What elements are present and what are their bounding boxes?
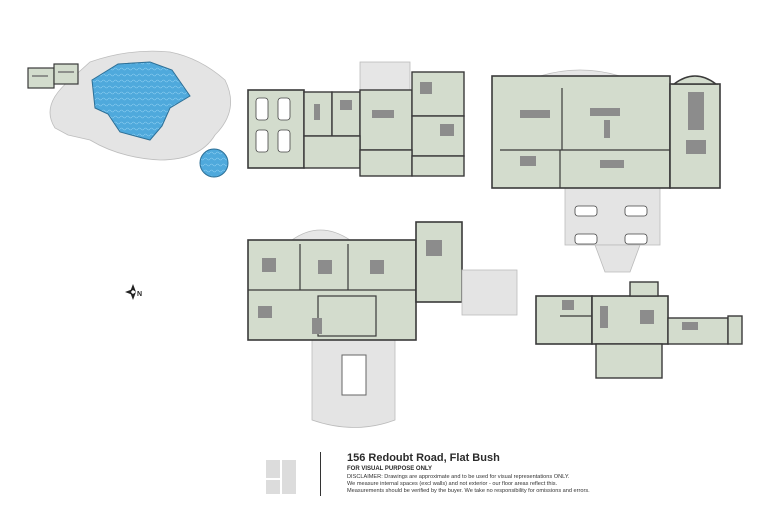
lower-level-plan: [535, 281, 743, 379]
compass-icon: [125, 284, 136, 300]
disclaimer-line-1: DISCLAIMER: Drawings are approximate and…: [347, 474, 570, 480]
garage-level-plan: [247, 61, 465, 177]
pool-house-room-2: [53, 63, 79, 85]
garage-cars: [255, 97, 291, 153]
disclaimer-line-2: We measure internal spaces (excl walls) …: [347, 481, 558, 487]
compass-label: N: [137, 291, 142, 298]
property-address: 156 Redoubt Road, Flat Bush: [347, 452, 500, 464]
pool-area: [27, 50, 231, 178]
visual-purpose-note: FOR VISUAL PURPOSE ONLY: [347, 466, 433, 472]
upper-level-plan: [247, 221, 518, 428]
pool-house-room-1: [27, 67, 55, 89]
footer-divider: [320, 452, 321, 496]
disclaimer-line-3: Measurements should be verified by the b…: [347, 488, 590, 494]
company-logo: [266, 460, 296, 494]
driveway-cars: [574, 205, 648, 245]
spa-pool: [199, 148, 229, 178]
living-level-plan: [491, 69, 721, 273]
upper-deck: [461, 269, 518, 316]
